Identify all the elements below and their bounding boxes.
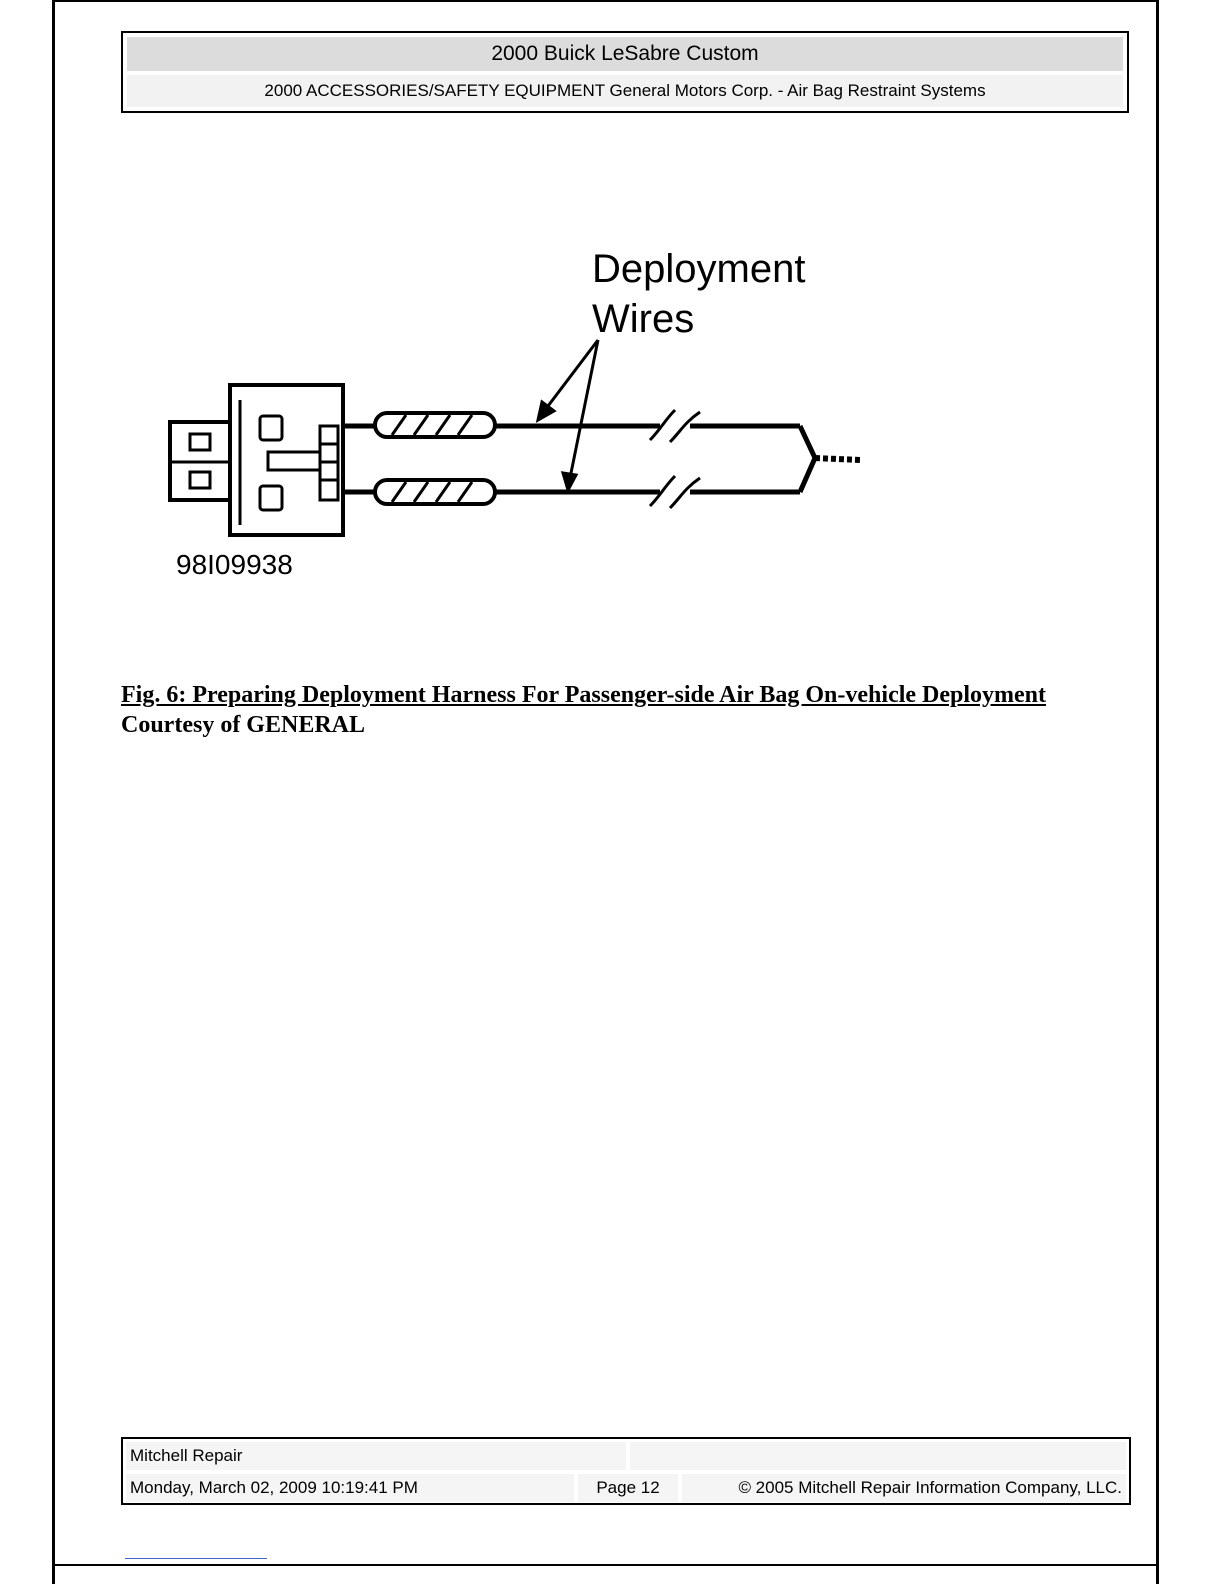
- footer-page-number: Page 12: [578, 1474, 678, 1502]
- bottom-link-rule: [125, 1558, 267, 1559]
- deployment-wires: [343, 408, 861, 510]
- caption-title-link[interactable]: Fig. 6: Preparing Deployment Harness For…: [121, 682, 1047, 708]
- footer-blank-cell: [630, 1442, 1126, 1470]
- page-border-right: [1156, 0, 1159, 1584]
- figure-id: 98I09938: [176, 549, 293, 580]
- footer-date: Monday, March 02, 2009 10:19:41 PM: [126, 1474, 574, 1502]
- document-header: 2000 Buick LeSabre Custom 2000 ACCESSORI…: [121, 31, 1129, 113]
- callout-line-1: Deployment: [592, 247, 805, 291]
- footer-brand: Mitchell Repair: [126, 1442, 626, 1470]
- page-border-bottom: [52, 1564, 1159, 1566]
- section-subtitle: 2000 ACCESSORIES/SAFETY EQUIPMENT Genera…: [127, 75, 1123, 107]
- callout-arrows: [535, 339, 600, 494]
- footer-copyright: © 2005 Mitchell Repair Information Compa…: [682, 1474, 1126, 1502]
- page-border-top: [52, 0, 1159, 2]
- callout-line-2: Wires: [592, 297, 694, 341]
- document-footer: Mitchell Repair Monday, March 02, 2009 1…: [121, 1437, 1131, 1505]
- figure-caption: Fig. 6: Preparing Deployment Harness For…: [121, 680, 1121, 740]
- connector: [168, 383, 345, 537]
- page-border-left: [52, 0, 55, 1584]
- caption-credit: Courtesy of GENERAL: [121, 712, 365, 738]
- harness-diagram: Deployment Wires: [168, 247, 861, 580]
- vehicle-title: 2000 Buick LeSabre Custom: [127, 37, 1123, 71]
- deployment-harness-figure: Deployment Wires: [160, 230, 880, 590]
